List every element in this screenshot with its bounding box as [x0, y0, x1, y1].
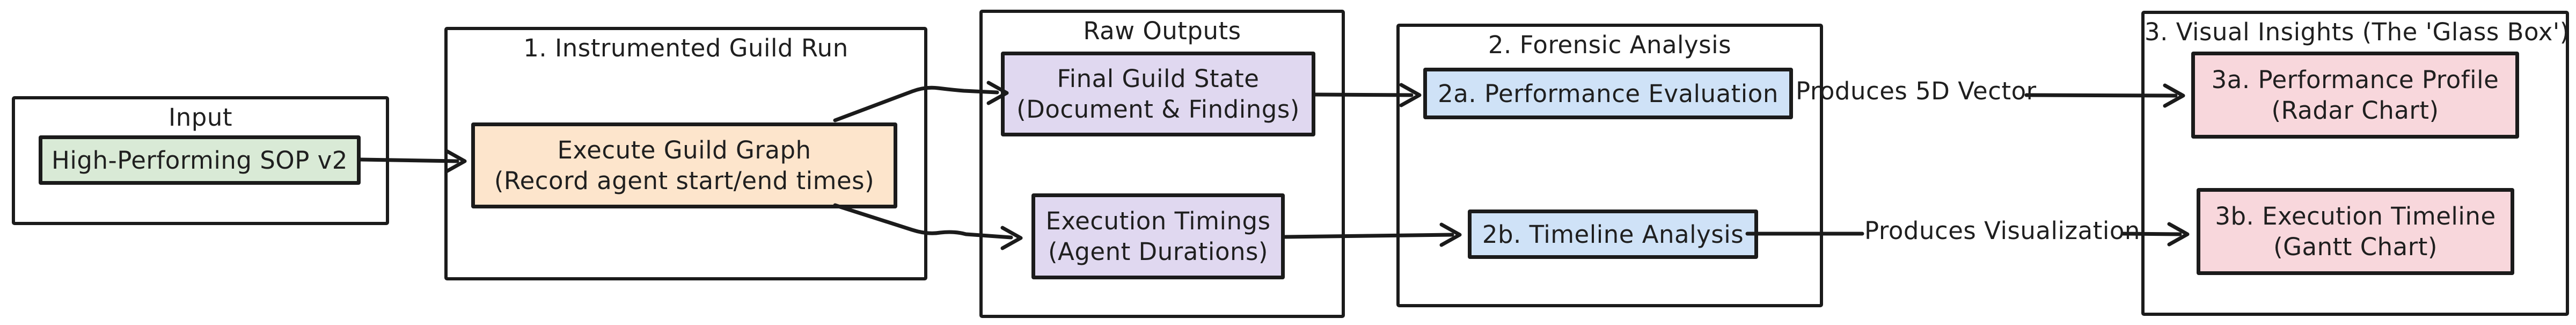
group-visual-insights-title: 3. Visual Insights (The 'Glass Box') [2145, 18, 2570, 46]
node-performance-evaluation: 2a. Performance Evaluation [1423, 68, 1793, 119]
group-input: Input High-Performing SOP v2 [12, 96, 389, 225]
group-run-title: 1. Instrumented Guild Run [523, 34, 848, 62]
node-label-line: (Radar Chart) [2271, 96, 2439, 125]
group-input-title: Input [168, 103, 233, 132]
node-label-line: 2b. Timeline Analysis [1482, 220, 1744, 249]
node-label-line: Execution Timings [1045, 207, 1271, 235]
group-raw-outputs-title: Raw Outputs [1083, 17, 1241, 45]
group-forensic-analysis: 2. Forensic Analysis 2a. Performance Eva… [1396, 24, 1823, 307]
node-performance-profile: 3a. Performance Profile (Radar Chart) [2191, 52, 2519, 139]
node-label-line: 3b. Execution Timeline [2215, 202, 2496, 230]
group-raw-outputs: Raw Outputs Final Guild State (Document … [979, 10, 1345, 318]
node-label-line: 2a. Performance Evaluation [1438, 79, 1779, 108]
group-visual-insights: 3. Visual Insights (The 'Glass Box') 3a.… [2141, 11, 2569, 316]
node-label-line: Final Guild State [1057, 64, 1260, 93]
node-label-line: (Record agent start/end times) [494, 167, 875, 195]
node-execution-timings: Execution Timings (Agent Durations) [1031, 193, 1285, 279]
edge-label-produces-5d-vector: Produces 5D Vector [1796, 77, 2037, 105]
node-label-line: (Document & Findings) [1016, 95, 1300, 124]
group-forensic-title: 2. Forensic Analysis [1488, 31, 1732, 59]
node-label-line: High-Performing SOP v2 [52, 146, 348, 175]
node-execution-timeline: 3b. Execution Timeline (Gantt Chart) [2197, 188, 2514, 275]
node-label-line: 3a. Performance Profile [2211, 66, 2499, 94]
node-label-line: Execute Guild Graph [557, 136, 811, 164]
edge-label-produces-visualization: Produces Visualization [1864, 216, 2140, 245]
node-timeline-analysis: 2b. Timeline Analysis [1468, 210, 1758, 259]
group-instrumented-guild-run: 1. Instrumented Guild Run Execute Guild … [444, 27, 927, 280]
node-label-line: (Gantt Chart) [2273, 233, 2438, 261]
node-final-guild-state: Final Guild State (Document & Findings) [1001, 52, 1315, 136]
node-label-line: (Agent Durations) [1048, 237, 1268, 266]
node-execute-guild-graph: Execute Guild Graph (Record agent start/… [471, 122, 897, 208]
node-high-performing-sop: High-Performing SOP v2 [39, 135, 361, 185]
